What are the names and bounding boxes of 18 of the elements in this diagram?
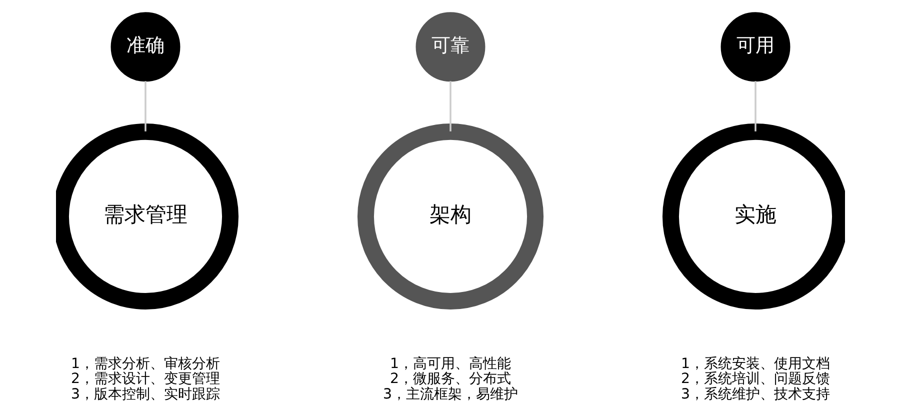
node-circle: 需求管理 [56, 123, 238, 310]
node-circle: 可用 [720, 12, 790, 82]
connector [449, 81, 451, 132]
connector [144, 81, 146, 132]
node-label: 3，系统维护、技术支持 [680, 386, 830, 403]
node-label: 1，需求分析、审核分析 [70, 356, 220, 372]
node-label: 2，需求设计、变更管理 [70, 371, 220, 388]
node-circle: 架构 [356, 123, 544, 310]
node-circle: 实施 [662, 123, 844, 310]
node-label: 2，微服务、分布式 [390, 371, 510, 388]
node-label: 3，版本控制、实时跟踪 [70, 386, 220, 403]
node-circle: 准确 [110, 12, 180, 82]
connector [754, 81, 756, 132]
node-label: 1，系统安装、使用文档 [680, 356, 830, 372]
node-circle: 可靠 [415, 12, 485, 82]
node-label: 3，主流框架，易维护 [382, 386, 518, 403]
node-label: 2，系统培训、问题反馈 [680, 371, 830, 388]
node-label: 1，高可用、高性能 [390, 356, 510, 372]
